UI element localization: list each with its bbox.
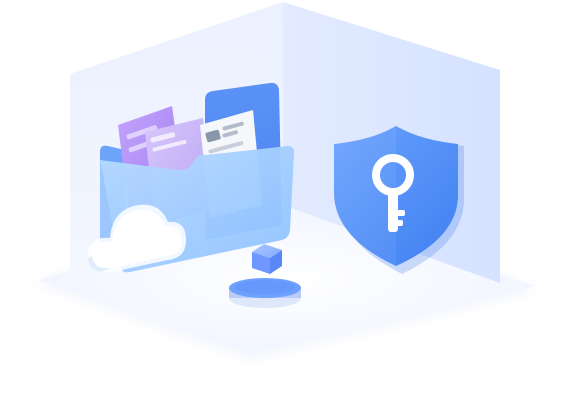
disc-icon <box>229 278 301 308</box>
key-icon <box>372 154 414 232</box>
cube-icon <box>252 244 282 274</box>
cloud-icon <box>87 204 186 272</box>
